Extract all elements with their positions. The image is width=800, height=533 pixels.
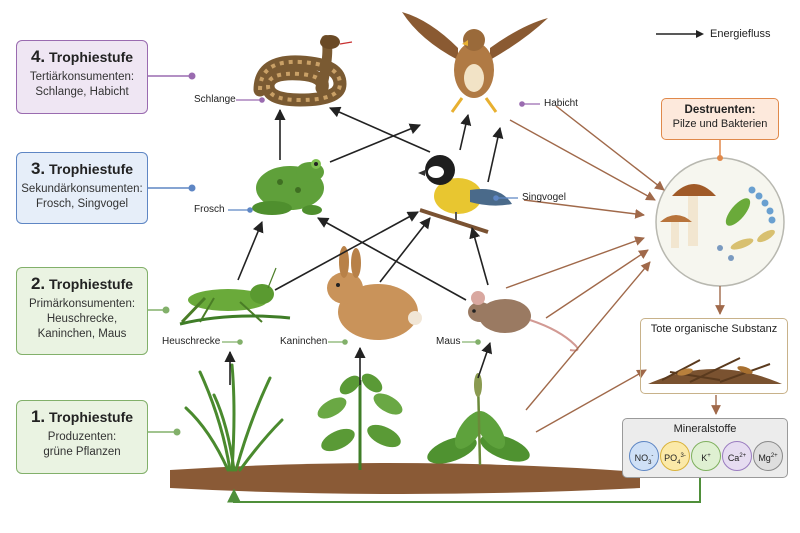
label-singvogel: Singvogel xyxy=(522,192,566,203)
songbird-illustration xyxy=(418,155,512,234)
soil-strip xyxy=(170,462,640,494)
destruenten-title: Destruenten: xyxy=(684,104,756,116)
label-schlange: Schlange xyxy=(194,94,236,105)
label-habicht: Habicht xyxy=(544,98,578,109)
decomposition-arrows xyxy=(505,105,725,433)
label-maus: Maus xyxy=(436,336,461,347)
ion-no: NO3- xyxy=(629,441,659,471)
level-connectors xyxy=(148,72,196,436)
energy-flow-arrows xyxy=(224,106,504,385)
level-4-desc: Tertiärkonsumenten:Schlange, Habicht xyxy=(29,71,135,98)
frog-illustration xyxy=(252,159,324,215)
ion-ca: Ca2+ xyxy=(722,441,752,471)
level-2-title: 2. Trophiestufe xyxy=(30,274,134,293)
level-1-desc: Produzenten:grüne Pflanzen xyxy=(43,431,121,458)
mineralstoffe-label: Mineralstoffe xyxy=(673,423,737,435)
litter-illustration xyxy=(648,357,782,384)
trophic-level-2-box: 2. Trophiestufe Primärkonsumenten:Heusch… xyxy=(16,267,148,355)
level-3-desc: Sekundärkonsumenten:Frosch, Singvogel xyxy=(21,183,143,210)
destruenten-box: Destruenten: Pilze und Bakterien xyxy=(661,98,779,140)
tote-substanz-label: Tote organische Substanz xyxy=(650,323,778,335)
decomposer-illustration xyxy=(655,157,785,287)
level-2-desc: Primärkonsumenten:Heuschrecke,Kaninchen,… xyxy=(28,298,136,340)
hawk-illustration xyxy=(402,12,548,113)
level-1-title: 1. Trophiestufe xyxy=(30,407,134,426)
trophic-level-4-box: 4. Trophiestufe Tertiärkonsumenten:Schla… xyxy=(16,40,148,114)
legend: Energiefluss xyxy=(656,28,771,40)
grass-plant xyxy=(184,363,284,472)
ion-k: K+ xyxy=(691,441,721,471)
recycle-arrow xyxy=(227,478,701,503)
label-frosch: Frosch xyxy=(194,204,225,215)
herb-plant xyxy=(317,373,403,470)
ion-po: PO43- xyxy=(660,441,690,471)
legend-label: Energiefluss xyxy=(710,28,771,40)
trophic-level-1-box: 1. Trophiestufe Produzenten:grüne Pflanz… xyxy=(16,400,148,474)
level-3-title: 3. Trophiestufe xyxy=(30,159,134,178)
rabbit-illustration xyxy=(327,246,422,340)
level-4-title: 4. Trophiestufe xyxy=(30,47,134,66)
ion-list: NO3-PO43-K+Ca2+Mg2+ xyxy=(629,441,783,471)
grasshopper-illustration xyxy=(179,267,291,326)
legend-arrow-icon xyxy=(656,30,704,38)
mouse-illustration xyxy=(468,291,579,352)
trophic-level-3-box: 3. Trophiestufe Sekundärkonsumenten:Fros… xyxy=(16,152,148,224)
snake-illustration xyxy=(253,35,353,107)
destruenten-connector-dot xyxy=(717,155,723,161)
organism-label-connectors xyxy=(222,97,540,345)
plantain-plant xyxy=(427,373,530,466)
ion-mg: Mg2+ xyxy=(753,441,783,471)
label-heuschrecke: Heuschrecke xyxy=(162,336,221,347)
label-kaninchen: Kaninchen xyxy=(280,336,328,347)
tote-substanz-box: Tote organische Substanz xyxy=(640,318,788,394)
mineralstoffe-box: Mineralstoffe NO3-PO43-K+Ca2+Mg2+ xyxy=(622,418,788,478)
destruenten-subtitle: Pilze und Bakterien xyxy=(672,118,768,130)
